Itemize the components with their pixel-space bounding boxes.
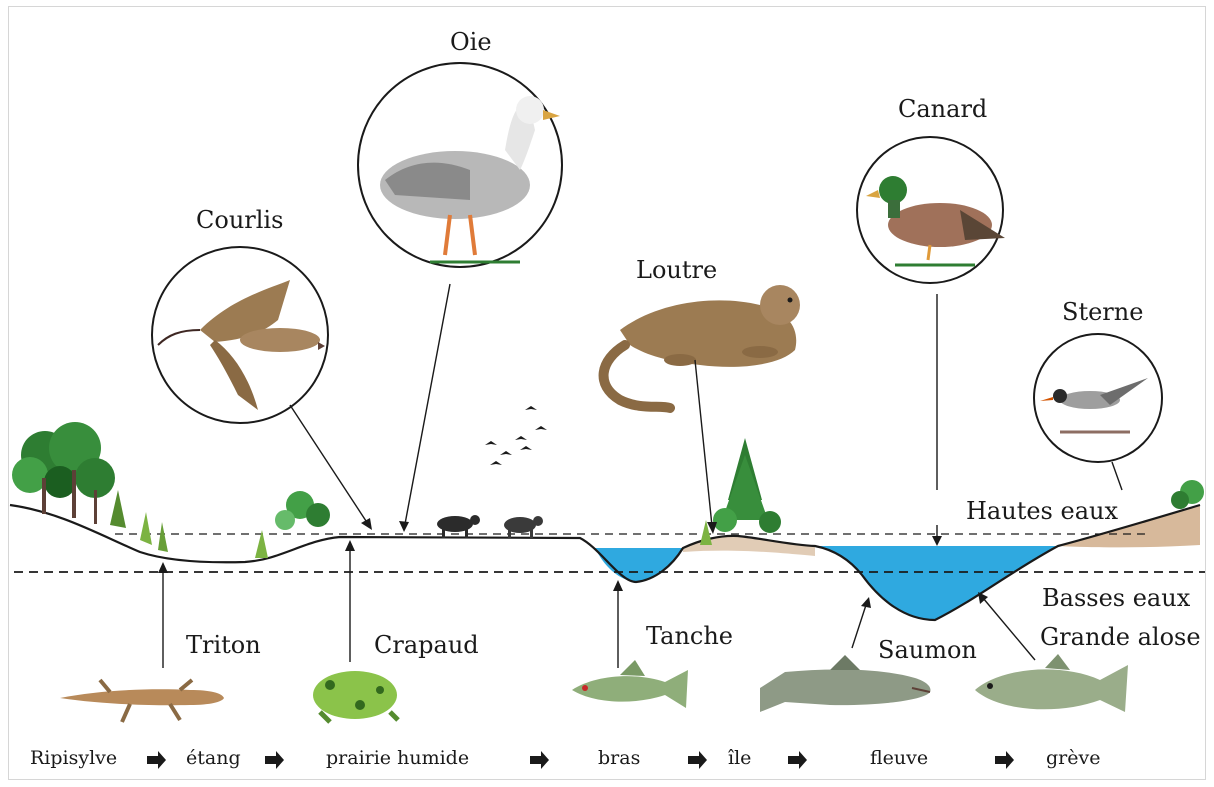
zone-bras: bras bbox=[598, 747, 640, 769]
arrow-right-icon bbox=[530, 751, 549, 769]
arrow-right-icon bbox=[147, 751, 166, 769]
arrow-right-icon bbox=[788, 751, 807, 769]
zone-greve: grève bbox=[1046, 747, 1100, 769]
ripisylve-trees bbox=[12, 422, 168, 552]
toad-icon bbox=[313, 671, 398, 722]
flock-icon bbox=[485, 406, 547, 465]
shad-icon bbox=[975, 654, 1128, 712]
newt-icon bbox=[60, 680, 224, 722]
label-courlis: Courlis bbox=[196, 206, 283, 234]
label-triton: Triton bbox=[186, 631, 261, 659]
river-water bbox=[815, 546, 1058, 620]
zone-ile: île bbox=[728, 747, 751, 769]
label-tanche: Tanche bbox=[646, 622, 733, 650]
label-hautes-eaux: Hautes eaux bbox=[966, 497, 1118, 525]
arrow-right-icon bbox=[995, 751, 1014, 769]
label-grande-alose: Grande alose bbox=[1040, 623, 1201, 651]
zone-fleuve: fleuve bbox=[870, 747, 928, 769]
label-sterne: Sterne bbox=[1062, 298, 1143, 326]
zone-etang: étang bbox=[186, 747, 241, 769]
label-loutre: Loutre bbox=[636, 256, 717, 284]
label-crapaud: Crapaud bbox=[374, 631, 479, 659]
otter-icon bbox=[604, 285, 800, 408]
tench-icon bbox=[572, 660, 688, 708]
zone-ripisylve: Ripisylve bbox=[30, 747, 117, 769]
label-canard: Canard bbox=[898, 95, 987, 123]
arrow-right-icon bbox=[265, 751, 284, 769]
pond-bush bbox=[255, 491, 330, 558]
label-saumon: Saumon bbox=[878, 636, 977, 664]
label-basses-eaux: Basses eaux bbox=[1042, 584, 1190, 612]
zone-prairie-humide: prairie humide bbox=[326, 747, 469, 769]
arrow-right-icon bbox=[688, 751, 707, 769]
label-oie: Oie bbox=[450, 28, 492, 56]
